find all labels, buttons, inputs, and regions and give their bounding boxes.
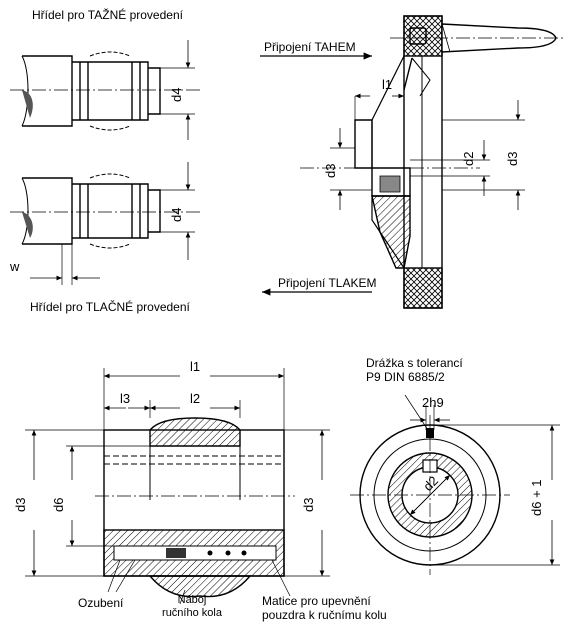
bushing-front-view-drawing bbox=[350, 394, 560, 575]
connection-push-label: Připojení TLAKEM bbox=[278, 276, 377, 290]
nut-label-1: Matice pro upevnění bbox=[262, 594, 371, 608]
gearing-label: Ozubení bbox=[78, 596, 124, 610]
dim-d3-bottom-right: d3 bbox=[301, 497, 316, 512]
handwheel-section-drawing bbox=[260, 15, 565, 309]
keyway-tolerance-label-2: P9 DIN 6885/2 bbox=[366, 370, 445, 384]
shaft-push-title: Hřídel pro TLAČNÉ provedení bbox=[30, 300, 190, 314]
dim-d6-plus: d6 + 1 bbox=[529, 479, 544, 516]
dim-w: w bbox=[10, 259, 20, 274]
connection-pull-label: Připojení TAHEM bbox=[264, 40, 356, 54]
bushing-section-drawing bbox=[25, 368, 330, 605]
hub-label: Náboj ručního kola bbox=[152, 594, 232, 620]
dim-d3-right: d3 bbox=[505, 151, 520, 166]
dim-d6: d6 bbox=[51, 497, 66, 512]
dim-l2: l2 bbox=[190, 391, 201, 406]
dim-d3-left: d3 bbox=[323, 163, 338, 178]
shaft-push-drawing bbox=[10, 162, 200, 285]
hub-label-line-1: Náboj bbox=[177, 594, 207, 606]
shaft-pull-drawing bbox=[10, 40, 200, 140]
dim-d4-bottom: d4 bbox=[169, 207, 184, 222]
hub-label-line-2: ručního kola bbox=[162, 607, 222, 619]
dim-l3: l3 bbox=[120, 391, 131, 406]
keyway-tolerance-label-1: Drážka s tolerancí bbox=[366, 356, 463, 370]
dim-d3-bottom-left: d3 bbox=[13, 497, 28, 512]
dim-d4-top: d4 bbox=[169, 87, 184, 102]
dim-key-width: 2h9 bbox=[422, 395, 444, 410]
dim-l1-top: l1 bbox=[382, 77, 393, 92]
dim-l1-bottom: l1 bbox=[190, 359, 201, 374]
nut-label-2: pouzdra k ručnímu kolu bbox=[262, 608, 387, 622]
shaft-pull-title: Hřídel pro TAŽNÉ provedení bbox=[32, 8, 183, 22]
dim-d2-top: d2 bbox=[461, 151, 476, 166]
